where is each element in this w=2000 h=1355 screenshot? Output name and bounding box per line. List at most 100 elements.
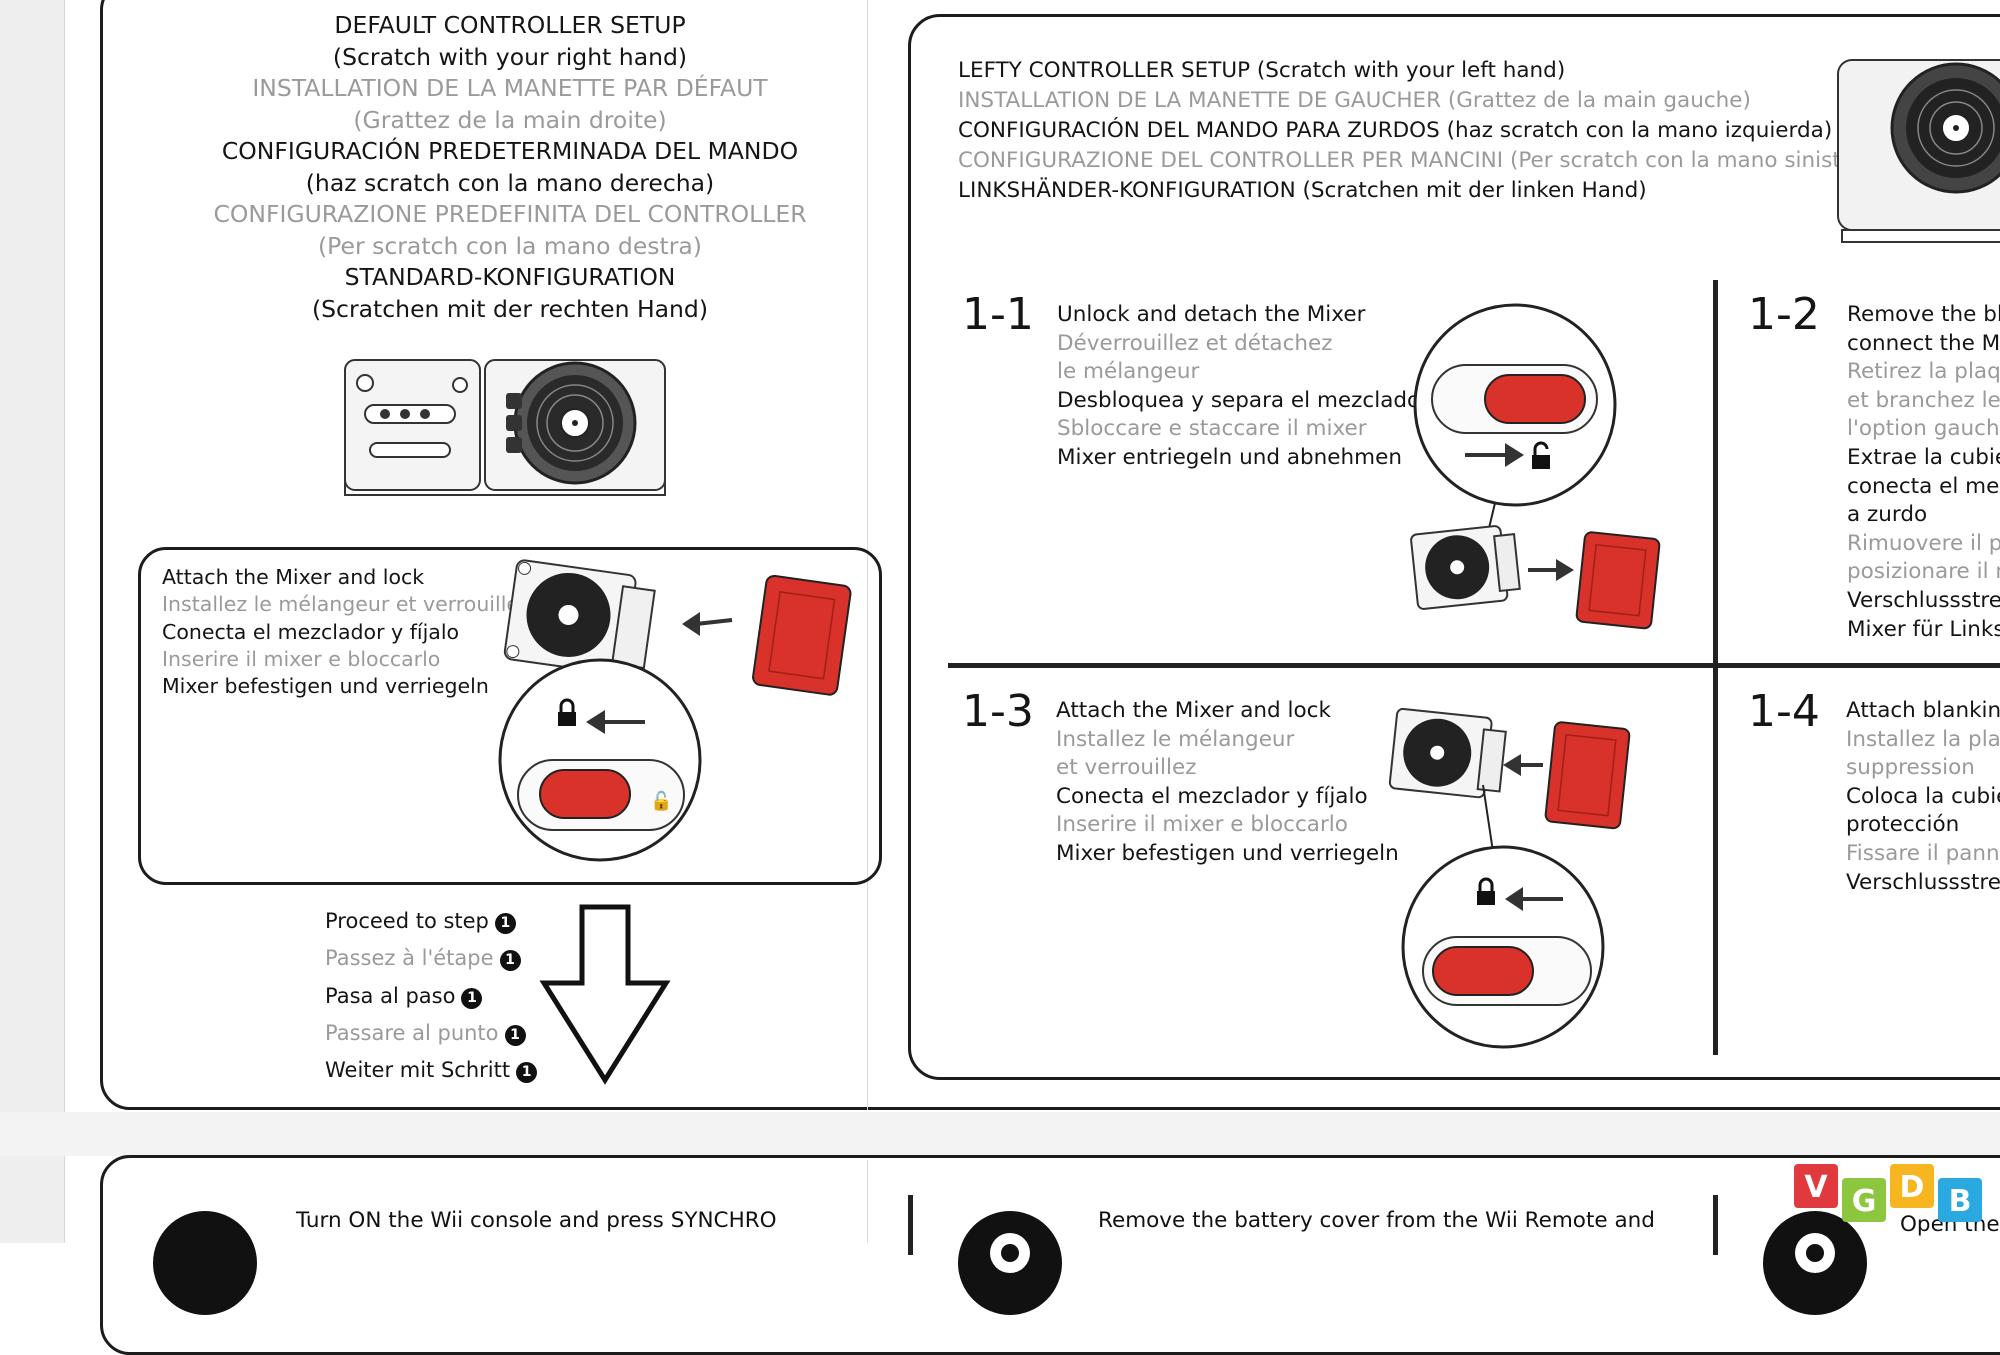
step-line: suppression — [1846, 755, 1975, 781]
attach-line: Attach the Mixer and lock — [162, 565, 425, 589]
section-gap — [0, 1112, 2000, 1156]
default-setup-header: DEFAULT CONTROLLER SETUP (Scratch with y… — [160, 10, 860, 325]
lefty-setup-line: CONFIGURAZIONE DEL CONTROLLER PER MANCIN… — [958, 148, 1872, 173]
step-line: Desbloquea y separa el mezclador — [1057, 387, 1430, 413]
attach-mixer-instructions: Attach the Mixer and lock Installez le m… — [162, 564, 530, 700]
turntable-controller-illustration — [344, 359, 666, 496]
svg-text:🔓: 🔓 — [650, 790, 672, 812]
step-line: Coloca la cubier — [1846, 783, 2000, 809]
step-line: le mélangeur — [1057, 359, 1200, 385]
default-setup-line: (Grattez de la main droite) — [353, 105, 667, 134]
step-number-1-2: 1-2 — [1748, 289, 1820, 340]
default-setup-line: INSTALLATION DE LA MANETTE PAR DÉFAUT — [252, 74, 768, 102]
lefty-turntable-illustration — [1837, 59, 2000, 243]
top-section-frame — [100, 0, 2000, 1110]
bottom-instruction-2: Remove the battery cover from the Wii Re… — [1098, 1208, 1655, 1233]
lefty-setup-panel — [908, 14, 2000, 1080]
step-line: Verschlussstreif — [1846, 869, 2000, 895]
step-line: Unlock and detach the Mixer — [1057, 302, 1366, 327]
step-line: Mixer entriegeln und abnehmen — [1057, 444, 1402, 470]
step-1-2-instructions: Remove the blan connect the Mix Retirez … — [1847, 301, 2000, 651]
attach-line: Conecta el mezclador y fíjalo — [162, 619, 460, 644]
default-setup-line: (Scratch with your right hand) — [332, 42, 688, 71]
step-1-3-illustration — [1388, 707, 1631, 1049]
attach-line: Inserire il mixer e bloccarlo — [162, 646, 441, 671]
fold-line-bottom — [867, 1160, 868, 1243]
step-circle-icon — [958, 1211, 1062, 1315]
attach-mixer-box — [138, 547, 882, 885]
step-line: Déverrouillez et détachez — [1057, 330, 1333, 356]
default-setup-line: CONFIGURACIÓN PREDETERMINADA DEL MANDO — [221, 137, 799, 165]
step-line: Remove the blan — [1847, 302, 2000, 327]
step-line: conecta el mezc — [1847, 473, 2000, 499]
step-line: et branchez le m — [1847, 387, 2000, 413]
watermark-letter: D — [1900, 1170, 1925, 1205]
step-line: Mixer befestigen und verriegeln — [1056, 840, 1399, 866]
step-1-1-illustration — [1410, 303, 1661, 630]
attach-line: Installez le mélangeur et verrouillez — [162, 592, 530, 617]
step-line: Mixer für Linksh — [1847, 616, 2000, 642]
step-line: Sbloccare e staccare il mixer — [1057, 416, 1367, 442]
watermark-tile — [1938, 1178, 1982, 1222]
step-circle-icon: 1 — [499, 950, 521, 972]
step-circle-icon: 1 — [494, 913, 516, 934]
lefty-setup-line: INSTALLATION DE LA MANETTE DE GAUCHER (G… — [958, 88, 1751, 113]
lefty-setup-header: LEFTY CONTROLLER SETUP (Scratch with you… — [958, 56, 1871, 206]
default-setup-line: STANDARD-KONFIGURATION — [344, 263, 676, 291]
step-line: Rimuovere il pan — [1847, 530, 2000, 556]
step-line: Attach the Mixer and lock — [1056, 698, 1331, 723]
watermark-tile — [1794, 1164, 1838, 1208]
steps-horizontal-divider — [948, 663, 2000, 668]
watermark-letter: B — [1949, 1184, 1972, 1219]
step-line: connect the Mix — [1847, 330, 2000, 356]
step-line: et verrouillez — [1056, 755, 1197, 781]
attach-mixer-illustration: 🔓 — [498, 559, 852, 862]
step-1-1-instructions: Unlock and detach the Mixer Déverrouille… — [1057, 301, 1429, 473]
step-circle-icon: 1 — [516, 1062, 538, 1084]
lock-icon — [1477, 877, 1495, 905]
lefty-setup-line: CONFIGURACIÓN DEL MANDO PARA ZURDOS (haz… — [958, 118, 1833, 143]
watermark-tile — [1890, 1164, 1934, 1208]
down-arrow-icon — [539, 904, 671, 1085]
default-setup-line: DEFAULT CONTROLLER SETUP — [334, 11, 686, 39]
unlock-icon — [1532, 441, 1550, 469]
step-circle-icon — [153, 1211, 257, 1315]
step-line: Extrae la cubierta — [1847, 444, 2000, 470]
lefty-setup-line: LINKSHÄNDER-KONFIGURATION (Scratchen mit… — [958, 178, 1647, 203]
default-setup-line: (haz scratch con la mano derecha) — [305, 168, 715, 197]
bottom-divider — [908, 1195, 913, 1255]
step-line: protección — [1846, 812, 1960, 838]
watermark-letter: G — [1852, 1184, 1877, 1219]
step-number-1-4: 1-4 — [1748, 686, 1820, 737]
lock-icon — [558, 698, 576, 726]
step-line: Installez la plaq — [1846, 726, 2000, 752]
step-line: Verschlussstreife — [1847, 587, 2000, 613]
lefty-setup-line: LEFTY CONTROLLER SETUP (Scratch with you… — [958, 58, 1566, 83]
watermark-letter: V — [1804, 1170, 1828, 1205]
bottom-divider — [1713, 1195, 1718, 1255]
step-1-4-instructions: Attach blanking Installez la plaq suppre… — [1846, 697, 2000, 917]
step-line: Fissare il pannel — [1846, 840, 2000, 866]
step-line: l'option gauche — [1847, 416, 2000, 442]
step-line: Attach blanking — [1846, 698, 2000, 723]
step-line: Installez le mélangeur — [1056, 726, 1295, 752]
step-number-1-1: 1-1 — [962, 289, 1034, 340]
page-margin-strip — [0, 0, 65, 1243]
bottom-instruction-1: Turn ON the Wii console and press SYNCHR… — [296, 1208, 777, 1233]
step-circle-icon: 1 — [461, 987, 483, 1009]
step-line: posizionare il mi — [1847, 559, 2000, 585]
step-1-3-instructions: Attach the Mixer and lock Installez le m… — [1056, 697, 1399, 869]
step-line: Conecta el mezclador y fíjalo — [1056, 783, 1368, 809]
default-setup-line: (Scratchen mit der rechten Hand) — [311, 294, 709, 323]
step-line: Inserire il mixer e bloccarlo — [1056, 812, 1348, 838]
attach-line: Mixer befestigen und verriegeln — [162, 674, 489, 699]
step-line: Retirez la plaque — [1847, 359, 2000, 385]
step-circle-icon: 1 — [504, 1024, 526, 1046]
default-setup-line: (Per scratch con la mano destra) — [318, 231, 702, 260]
